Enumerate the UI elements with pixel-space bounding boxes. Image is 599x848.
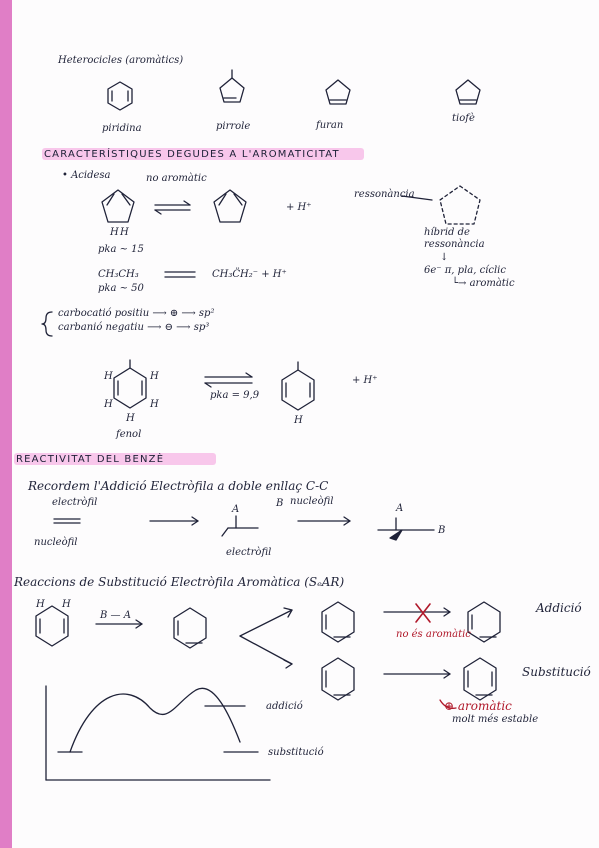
addition-product-ring [467,601,501,643]
label-furan: furan [316,120,344,131]
nucleofil-top: nucleòfil [290,496,334,507]
carbocation-line: carbocatió positiu ⟶ ⊕ ⟶ sp² [58,308,215,319]
h-atom: H [104,399,113,410]
phenol-plus-h: + H⁺ [352,375,378,386]
cyclopentadienyl-anion [213,189,247,223]
pka-ethane: pka ~ 50 [98,283,144,294]
addition-product [377,517,435,541]
sear-title: Reaccions de Substitució Electròfila Aro… [14,575,345,589]
section1-heading: CARACTERÍSTIQUES DEGUDES A L'AROMATICITA… [44,149,340,160]
section1-highlight [42,148,364,160]
branch-arrow-up [239,609,293,637]
addicio-label: Addició [536,601,582,615]
section2-heading: REACTIVITAT DEL BENZÈ [16,454,165,465]
cyclopentadiene-structure [101,189,135,223]
no-aromatic-note: no aromàtic [146,173,207,184]
branch-arrow-down [239,635,293,665]
h-atom: H [62,599,71,610]
carbocation-intermediate [221,515,259,537]
down-arrow: ↓ [440,252,449,263]
h-atom: H [294,415,303,426]
h-atom: H [120,227,129,238]
red-arrow [439,699,457,709]
molt-estable-note: molt més estable [452,714,539,725]
phenoxide-structure [281,361,315,411]
substitution-product-ring [463,657,497,701]
energy-diagram [45,685,271,781]
carbanion-line: carbanió negatiu ⟶ ⊖ ⟶ sp³ [58,322,210,333]
resonance-hybrid [439,185,481,225]
h-atom: H [36,599,45,610]
acidesa-label: • Acidesa [62,170,111,181]
h-atom: H [150,371,159,382]
no-es-aromatic-note: no és aromàtic [396,629,471,640]
h-atom: H [150,399,159,410]
furan-structure [325,79,351,105]
electrofil-note: electròfil [52,497,98,508]
ethane-formula: CH₃CH₃ [98,269,139,280]
a-label-2: A [396,503,404,514]
diagram-substitucio-label: substitució [268,747,324,758]
pyridine-structure [107,81,133,111]
label-piridina: piridina [102,123,142,134]
hibrid-label-2: ressonància [424,239,485,250]
electrofil-bottom: electròfil [226,547,272,558]
label-pirrole: pirrole [216,121,251,132]
benzene-structure [35,605,69,647]
phenol-label: fenol [116,429,142,440]
a-label-1: A [232,504,240,515]
label-tiofe: tiofè [452,113,475,124]
nucleofil-bottom: nucleòfil [34,537,78,548]
pyrrole-structure [219,69,245,103]
intermediate-bottom [321,657,355,701]
h-atom: H [126,413,135,424]
page-margin-bar [0,0,12,848]
intermediate-top [321,601,355,643]
b-label-2: B [438,525,446,536]
pka-cyclopentadiene: pka ~ 15 [98,244,144,255]
phenol-pka: pka = 9,9 [210,390,260,401]
recordem-line: Recordem l'Addició Electròfila a doble e… [28,479,329,493]
aromatic-red-note: ⊕ aromàtic [444,699,512,713]
b-label-top: B [276,498,284,509]
brace [41,311,53,337]
h-atom: H [110,227,119,238]
resonance-arrow [401,195,433,201]
substitucio-label: Substitució [522,665,591,679]
pi-electrons-note: 6e⁻ π, pla, cíclic [424,265,506,276]
red-cross [415,603,431,623]
ressonancia-label: ressonància [354,189,415,200]
plus-h-1: + H⁺ [286,202,312,213]
diagram-addicio-label: addició [266,701,303,712]
sigma-complex [173,607,207,649]
aromatic-note: └→ aromàtic [452,278,515,289]
thiophene-structure [455,79,481,105]
section2-highlight [14,453,216,465]
phenol-structure [113,359,147,409]
ethyl-anion-formula: CH₃C̈H₂⁻ + H⁺ [212,269,287,280]
reagent-label: B — A [100,610,131,621]
h-atom: H [104,371,113,382]
hibrid-label: híbrid de [424,227,470,238]
heterocycles-title: Heterocicles (aromàtics) [58,55,184,66]
